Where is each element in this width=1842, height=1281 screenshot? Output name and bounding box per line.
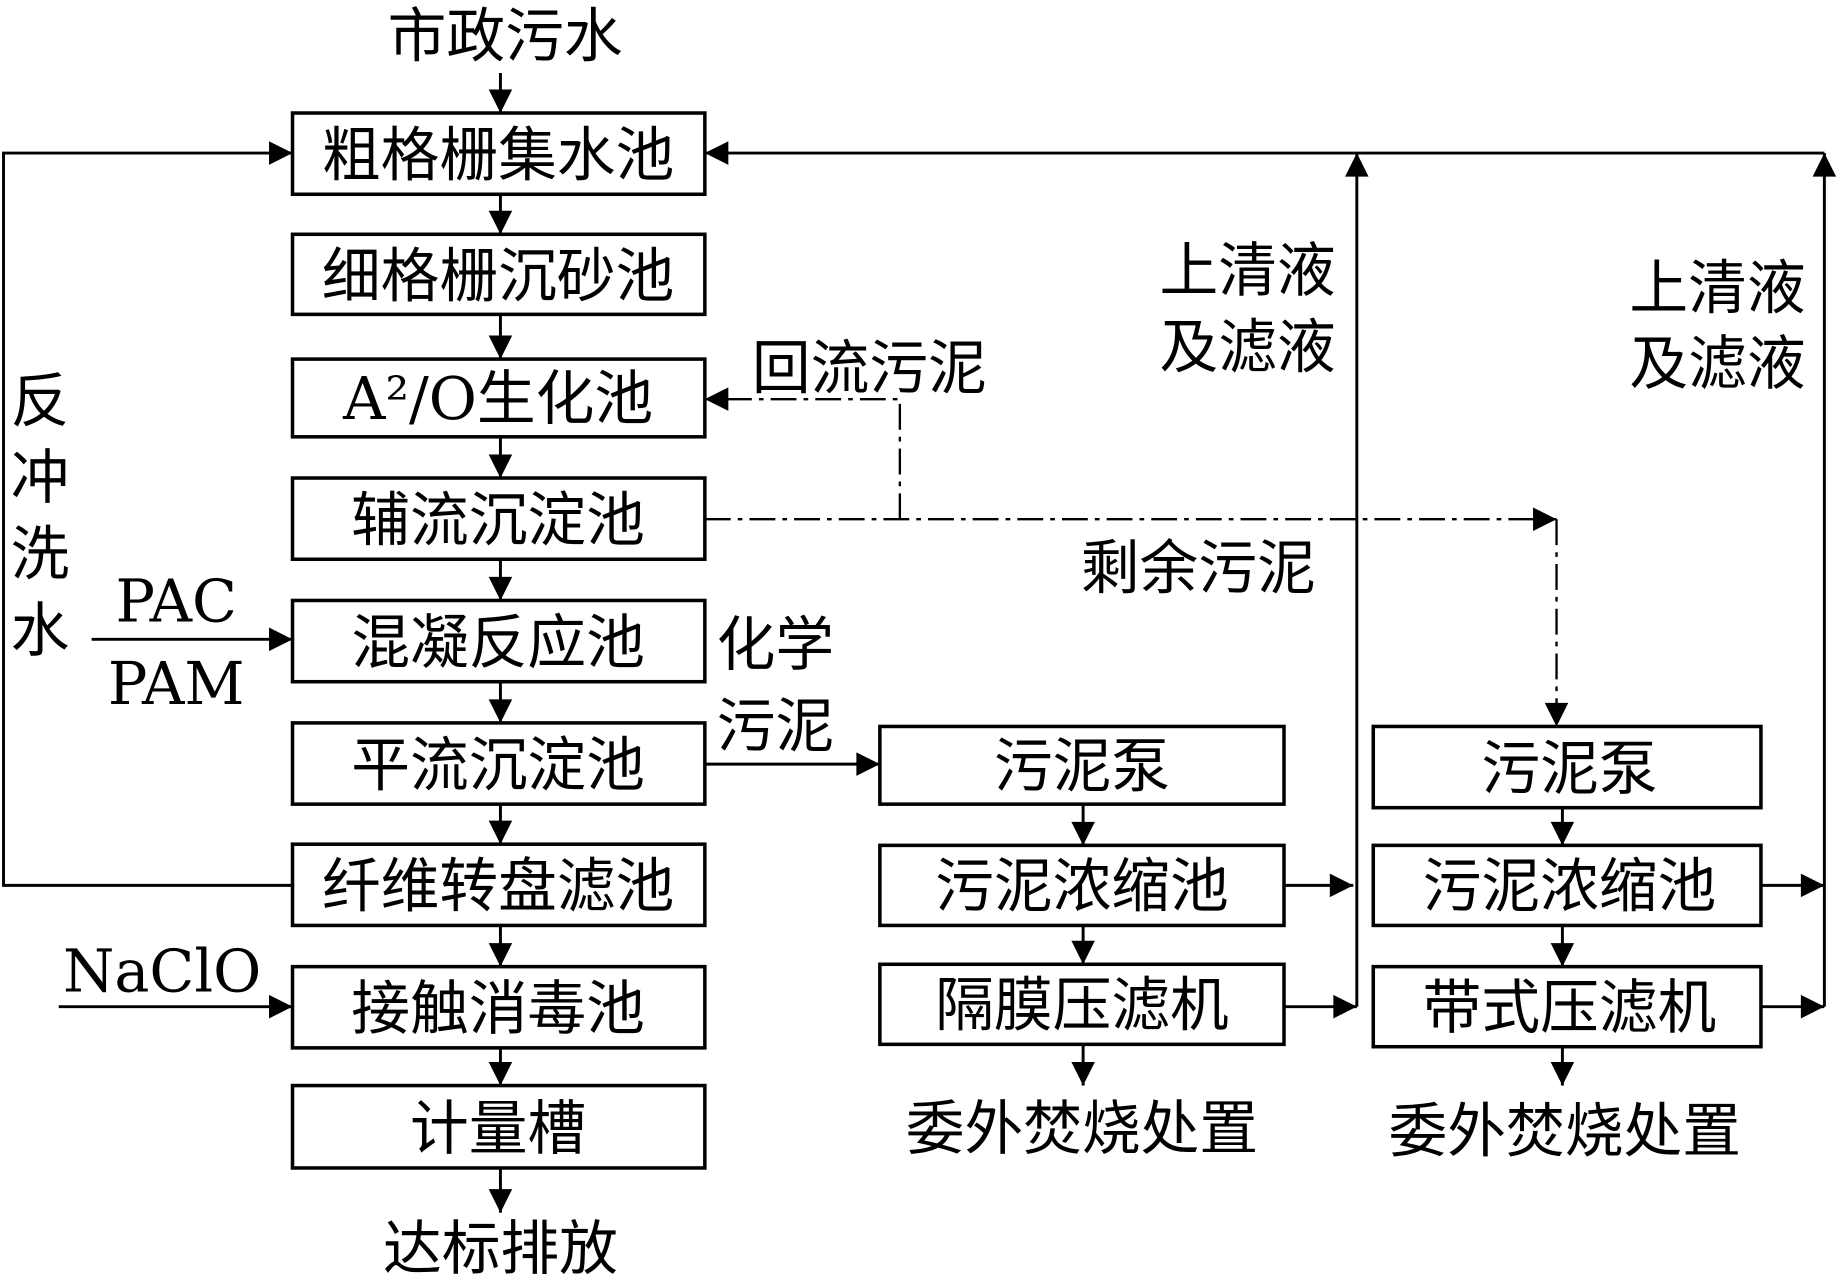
- disposal-label-2: 委外焚烧处置: [1389, 1096, 1741, 1165]
- naclo-label: NaClO: [63, 936, 261, 1005]
- return-sludge-line: [704, 387, 902, 520]
- label: A²/O生化池: [342, 364, 653, 433]
- label: 接触消毒池: [351, 974, 645, 1043]
- backwash-label: 反: [11, 366, 70, 435]
- box-membrane-press: [878, 962, 1286, 1047]
- backwash-label: 洗: [11, 520, 70, 589]
- label: 细格栅沉砂池: [322, 242, 674, 311]
- box-secondary-clarifier: [290, 476, 707, 562]
- label: 平流沉淀池: [351, 730, 645, 799]
- backwash-label: 冲: [11, 443, 70, 512]
- supernatant-label-right: 及滤液: [1629, 329, 1805, 398]
- label: 辅流沉淀池: [351, 485, 645, 554]
- label: 纤维转盘滤池: [322, 852, 674, 921]
- box-coarse-screen: [290, 111, 707, 197]
- box-sedimentation: [290, 721, 707, 806]
- supernatant-label-right: 上清液: [1629, 253, 1805, 322]
- label: 污泥浓缩池: [1423, 852, 1717, 921]
- box-sludge-pump-2: [1371, 724, 1763, 810]
- pac-label: PAC: [115, 567, 236, 636]
- supernatant-label-left: 及滤液: [1159, 312, 1335, 381]
- excess-sludge-label: 剩余污泥: [1081, 534, 1316, 603]
- box-a2o: [290, 357, 707, 439]
- box-disc-filter: [290, 842, 707, 928]
- input-label: 市政污水: [388, 1, 623, 70]
- label: 带式压滤机: [1423, 973, 1717, 1042]
- main-process-boxes: 粗格栅集水池 细格栅沉砂池 A²/O生化池 辅流沉淀池 混凝反应池 平流沉淀池 …: [290, 111, 707, 1170]
- label: 隔膜压滤机: [935, 970, 1229, 1039]
- chemical-sludge-label: 化学: [717, 610, 834, 679]
- backwash-line: [2, 141, 293, 887]
- disposal-label-1: 委外焚烧处置: [906, 1094, 1258, 1163]
- box-disinfection: [290, 964, 707, 1050]
- box-thickener-2: [1371, 843, 1763, 928]
- label: 污泥泵: [994, 731, 1170, 800]
- sludge-line-1: 污泥泵 污泥浓缩池 隔膜压滤机 委外焚烧处置: [878, 724, 1286, 1163]
- label: 污泥泵: [1481, 734, 1657, 803]
- box-fine-screen: [290, 232, 707, 317]
- label: 混凝反应池: [351, 608, 645, 677]
- box-thickener-1: [878, 843, 1286, 928]
- box-coagulation: [290, 598, 707, 684]
- label: 计量槽: [410, 1094, 586, 1163]
- label: 污泥浓缩池: [935, 852, 1229, 921]
- supernatant-label-left: 上清液: [1159, 236, 1335, 305]
- pam-label: PAM: [108, 649, 245, 718]
- sludge-line-2: 污泥泵 污泥浓缩池 带式压滤机 委外焚烧处置: [1371, 724, 1763, 1166]
- return-sludge-label: 回流污泥: [752, 333, 987, 402]
- label: 粗格栅集水池: [322, 120, 674, 189]
- chemical-sludge-label: 污泥: [717, 691, 834, 760]
- box-sludge-pump-1: [878, 724, 1286, 806]
- box-metering: [290, 1083, 707, 1170]
- box-belt-press: [1371, 964, 1763, 1049]
- backwash-label: 水: [11, 596, 70, 665]
- output-label: 达标排放: [383, 1214, 618, 1281]
